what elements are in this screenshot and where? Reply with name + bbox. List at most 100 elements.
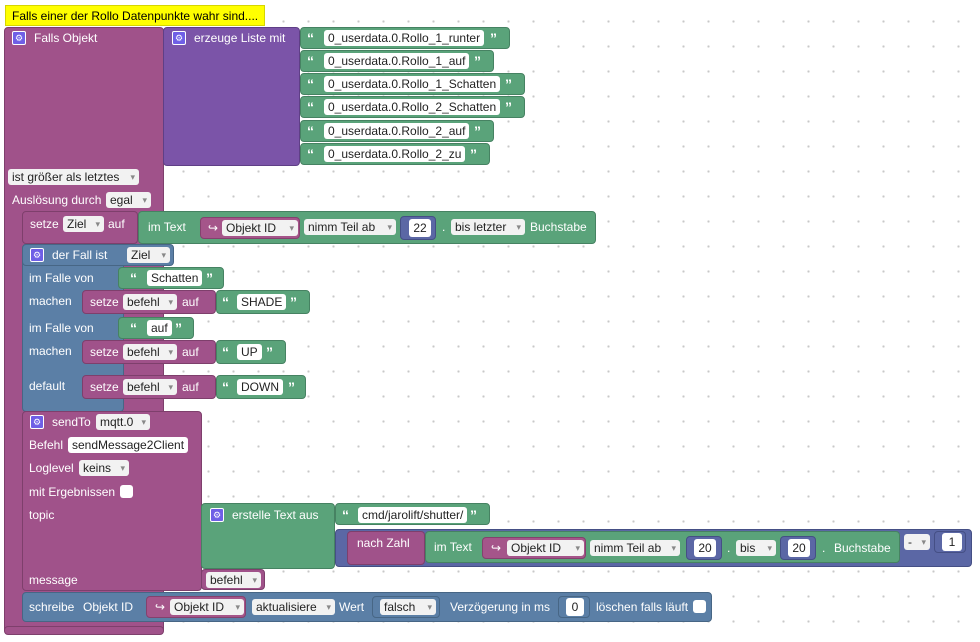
write-mode-dropdown[interactable]: aktualisiere [252, 599, 335, 615]
quote-close-icon: ” [175, 320, 182, 336]
quote-open-icon: “ [130, 270, 137, 286]
result-field[interactable]: DOWN [237, 379, 283, 395]
object-field-5[interactable]: 0_userdata.0.Rollo_2_zu [324, 146, 466, 162]
auf-label: auf [182, 295, 199, 309]
quote-open-icon: “ [307, 123, 314, 139]
wert-label: Wert [339, 600, 365, 614]
setze-label: setze [90, 345, 119, 359]
nimm-teil-dropdown[interactable]: nimm Teil ab [590, 540, 680, 556]
variable-dropdown[interactable]: befehl [123, 344, 177, 360]
number-field[interactable]: 22 [409, 219, 431, 237]
gear-icon[interactable]: ⚙ [12, 31, 26, 45]
operator-dropdown[interactable]: - [904, 534, 930, 550]
object-field-2[interactable]: 0_userdata.0.Rollo_1_Schatten [324, 76, 501, 92]
trigger-title: Falls Objekt [34, 31, 98, 45]
ausloesung-label: Auslösung durch [12, 193, 102, 207]
case-value-field[interactable]: Schatten [147, 270, 203, 286]
quote-close-icon: ” [474, 53, 481, 69]
message-variable-dropdown[interactable]: befehl [206, 572, 261, 588]
result-field[interactable]: SHADE [237, 294, 287, 310]
quote-close-icon: ” [206, 270, 213, 286]
machen-label: machen [29, 344, 72, 358]
dot-label: . [442, 220, 446, 234]
mit-ergebnissen-checkbox[interactable] [120, 485, 133, 498]
quote-close-icon: ” [490, 30, 497, 46]
variable-dropdown[interactable]: befehl [123, 379, 177, 395]
delay-label: Verzögerung in ms [450, 600, 551, 614]
setze-label: setze [30, 217, 59, 231]
gear-icon[interactable]: ⚙ [210, 508, 224, 522]
erstelle-label: erstelle Text aus [232, 508, 319, 522]
object-field-3[interactable]: 0_userdata.0.Rollo_2_Schatten [324, 99, 501, 115]
variable-dropdown[interactable]: befehl [123, 294, 177, 310]
result-field[interactable]: UP [237, 344, 262, 360]
case-label: im Falle von [29, 321, 94, 335]
objekt-id-label: Objekt ID [83, 600, 134, 614]
quote-close-icon: ” [290, 294, 297, 310]
setze-label: setze [90, 380, 119, 394]
topic-prefix-field[interactable]: cmd/jarolift/shutter/ [358, 507, 468, 523]
quote-close-icon: ” [470, 146, 477, 162]
default-label: default [29, 379, 66, 393]
loglevel-label: Loglevel [29, 461, 74, 475]
sendto-title: sendTo [52, 415, 91, 429]
ausloesung-dropdown[interactable]: egal [106, 192, 151, 208]
write-block[interactable] [22, 592, 712, 622]
loglevel-dropdown[interactable]: keins [79, 460, 129, 476]
number-field[interactable]: 1 [942, 533, 962, 551]
nach-zahl-label: nach Zahl [357, 536, 410, 550]
number-field[interactable]: 20 [694, 539, 716, 557]
trigger-block-bottom[interactable] [4, 626, 164, 635]
case-label: im Falle von [29, 271, 94, 285]
object-field-4[interactable]: 0_userdata.0.Rollo_2_auf [324, 123, 470, 139]
quote-open-icon: “ [222, 294, 229, 310]
quote-open-icon: “ [307, 30, 314, 46]
quote-open-icon: “ [307, 76, 314, 92]
auf-label: auf [182, 380, 199, 394]
auf-label: auf [108, 217, 125, 231]
quote-close-icon: ” [474, 123, 481, 139]
arrow-icon: ↪ [155, 600, 166, 614]
message-label: message [29, 573, 78, 587]
quote-open-icon: “ [222, 344, 229, 360]
bis-dropdown[interactable]: bis letzter [451, 219, 525, 235]
arrow-icon: ↪ [208, 221, 219, 235]
comment-bubble[interactable]: Falls einer der Rollo Datenpunkte wahr s… [5, 5, 266, 26]
switch-variable-dropdown[interactable]: Ziel [127, 247, 170, 263]
variable-dropdown[interactable]: Ziel [63, 216, 104, 232]
buchstabe-label: Buchstabe [530, 220, 587, 234]
gear-icon[interactable]: ⚙ [172, 31, 186, 45]
object-id-dropdown[interactable]: Objekt ID [507, 540, 584, 556]
quote-open-icon: “ [342, 507, 349, 523]
object-id-dropdown[interactable]: Objekt ID [170, 599, 244, 615]
nimm-teil-dropdown[interactable]: nimm Teil ab [304, 219, 396, 235]
im-text-label: im Text [148, 220, 186, 234]
setze-label: setze [90, 295, 119, 309]
condition-dropdown[interactable]: ist größer als letztes [8, 169, 139, 185]
boolean-dropdown[interactable]: falsch [380, 599, 436, 615]
schreibe-label: schreibe [29, 600, 75, 614]
bis-dropdown[interactable]: bis [736, 540, 776, 556]
befehl-field[interactable]: sendMessage2Client [68, 437, 189, 453]
dot-label: . [822, 541, 826, 555]
quote-close-icon: ” [288, 379, 295, 395]
quote-open-icon: “ [307, 146, 314, 162]
adapter-dropdown[interactable]: mqtt.0 [96, 414, 150, 430]
delay-field[interactable]: 0 [566, 598, 584, 616]
to-number-inner[interactable] [347, 531, 425, 565]
object-id-dropdown[interactable]: Objekt ID [222, 220, 298, 236]
case-value-field[interactable]: auf [147, 320, 172, 336]
quote-open-icon: “ [307, 99, 314, 115]
number-field[interactable]: 20 [788, 539, 810, 557]
clear-checkbox[interactable] [693, 600, 706, 613]
quote-open-icon: “ [307, 53, 314, 69]
quote-open-icon: “ [222, 379, 229, 395]
gear-icon[interactable]: ⚙ [30, 248, 44, 262]
list-block[interactable] [163, 27, 300, 166]
befehl-label: Befehl [29, 438, 64, 452]
dot-label: . [727, 541, 731, 555]
gear-icon[interactable]: ⚙ [30, 415, 44, 429]
object-field-1[interactable]: 0_userdata.0.Rollo_1_auf [324, 53, 470, 69]
object-field-0[interactable]: 0_userdata.0.Rollo_1_runter [324, 30, 485, 46]
auf-label: auf [182, 345, 199, 359]
